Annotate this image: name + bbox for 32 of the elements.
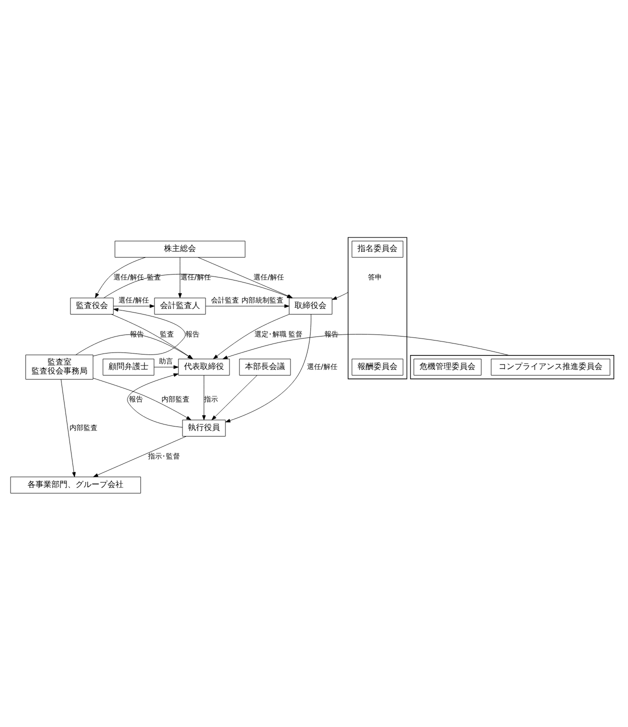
node-box: 指名委員会 [352,240,404,258]
arrow [113,304,155,308]
arrow [178,257,182,298]
cluster [348,237,408,380]
arrow [93,436,186,478]
node-box: コンプライアンス推進委員会 [490,358,610,376]
node-box: 代表取締役 [178,358,230,376]
arrow [202,375,206,420]
arrow [205,304,290,308]
arrow [225,314,312,422]
node-box: 監査室 監査役会事務局 [25,354,94,380]
node-box: 会計監査人 [154,298,206,314]
arrow [92,308,186,356]
node-box: 取締役会 [288,298,332,314]
arrow [154,365,179,369]
arrow [95,257,146,298]
arrow [332,292,348,300]
node-box: 監査役会 [70,298,114,314]
node-box: 各事業部門、グループ会社 [10,476,141,494]
arrow [60,379,76,478]
arrow [92,378,192,420]
node-box: 顧問弁護士 [102,358,154,376]
arrow [127,373,183,428]
arrow [222,334,510,360]
cluster [410,355,614,380]
node-box: 本部長会議 [239,358,291,376]
node-box: 危機管理委員会 [414,358,482,376]
node-box: 執行役員 [182,420,226,436]
arrow [212,375,258,420]
arrow [213,314,290,360]
node-box: 報酬委員会 [352,358,404,376]
node-box: 株主総会 [114,240,246,258]
